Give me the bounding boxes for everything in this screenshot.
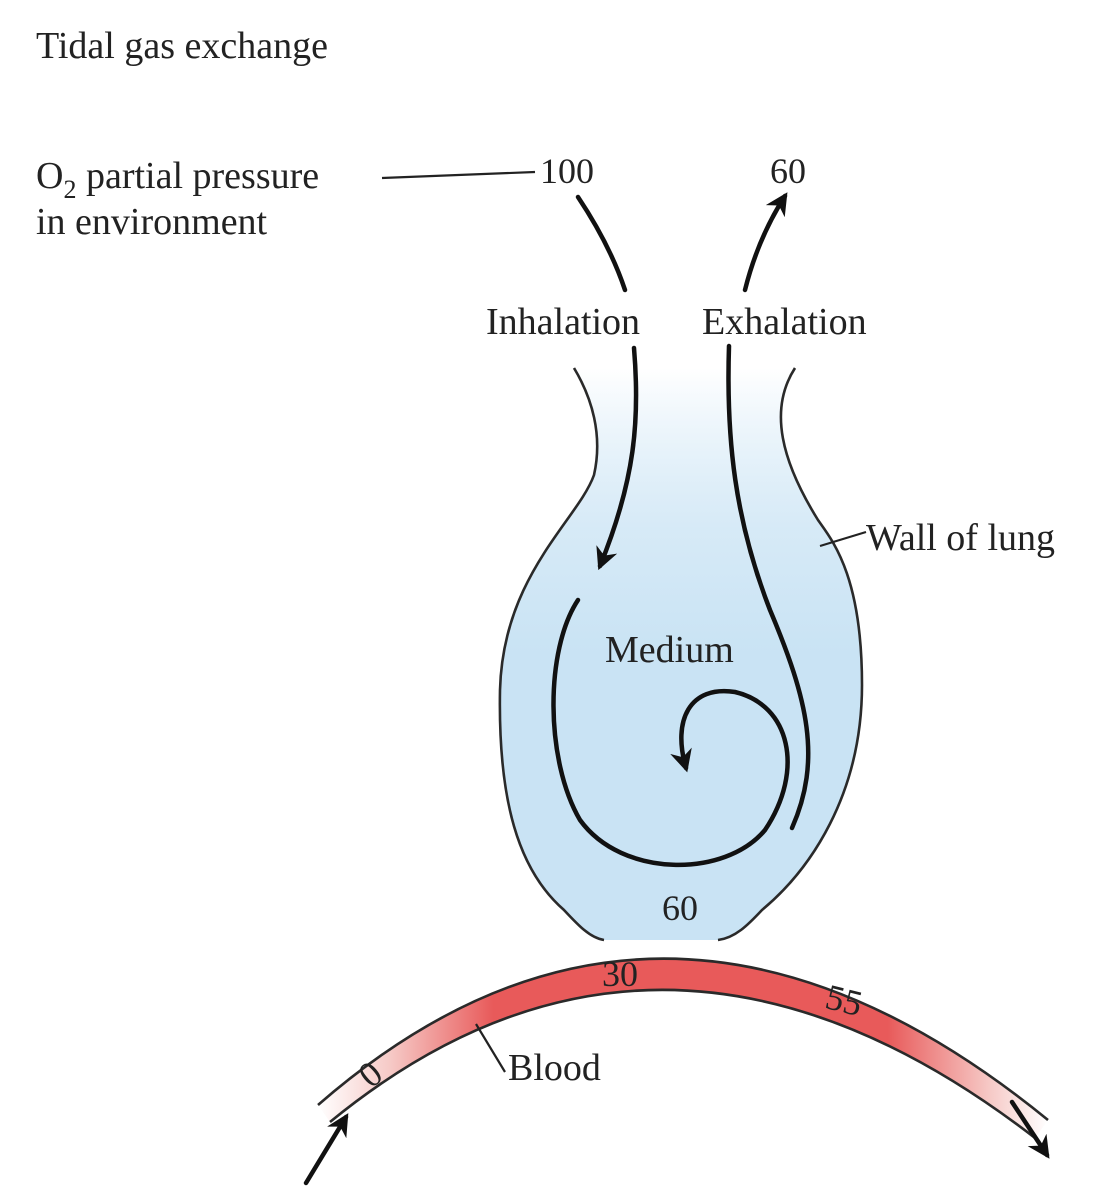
blood-o2-value-middle: 30	[602, 954, 638, 994]
inhalation-label: Inhalation	[486, 301, 640, 343]
inhaled-o2-value: 100	[540, 151, 594, 191]
medium-label: Medium	[605, 629, 734, 671]
blood-vessel-bottom-edge	[329, 988, 1036, 1140]
exhalation-label: Exhalation	[702, 301, 867, 343]
oxygen-subscript: 2	[63, 175, 76, 204]
blood-label: Blood	[508, 1047, 601, 1089]
lung-wall-left	[498, 367, 605, 942]
wall-of-lung-label: Wall of lung	[866, 517, 1055, 559]
inhalation-flow-arrow	[596, 345, 639, 571]
lung-wall-right	[717, 367, 864, 942]
blood-leader-line	[475, 1023, 506, 1073]
partial-pressure-text: partial pressure	[76, 155, 319, 197]
diagram-title: Tidal gas exchange	[36, 25, 328, 67]
blood-inflow-arrow	[303, 1113, 349, 1186]
exhalation-arrow-top	[742, 192, 788, 293]
inhalation-arrow-top	[575, 194, 628, 293]
exhalation-flow-line	[726, 343, 811, 831]
wall-leader-line	[819, 530, 867, 548]
medium-o2-value: 60	[662, 888, 698, 928]
environment-leader-line	[381, 170, 536, 180]
circulating-flow-spiral	[551, 597, 790, 867]
blood-vessel	[318, 958, 1048, 1138]
oxygen-symbol: O	[36, 155, 63, 197]
environment-label-line2: in environment	[36, 201, 268, 243]
blood-vessel-top-edge	[317, 957, 1049, 1122]
lung-medium	[499, 368, 862, 940]
environment-label-line1: O2 partial pressure	[36, 155, 319, 204]
exhaled-o2-value: 60	[770, 151, 806, 191]
blood-outflow-arrow	[1009, 1099, 1050, 1159]
